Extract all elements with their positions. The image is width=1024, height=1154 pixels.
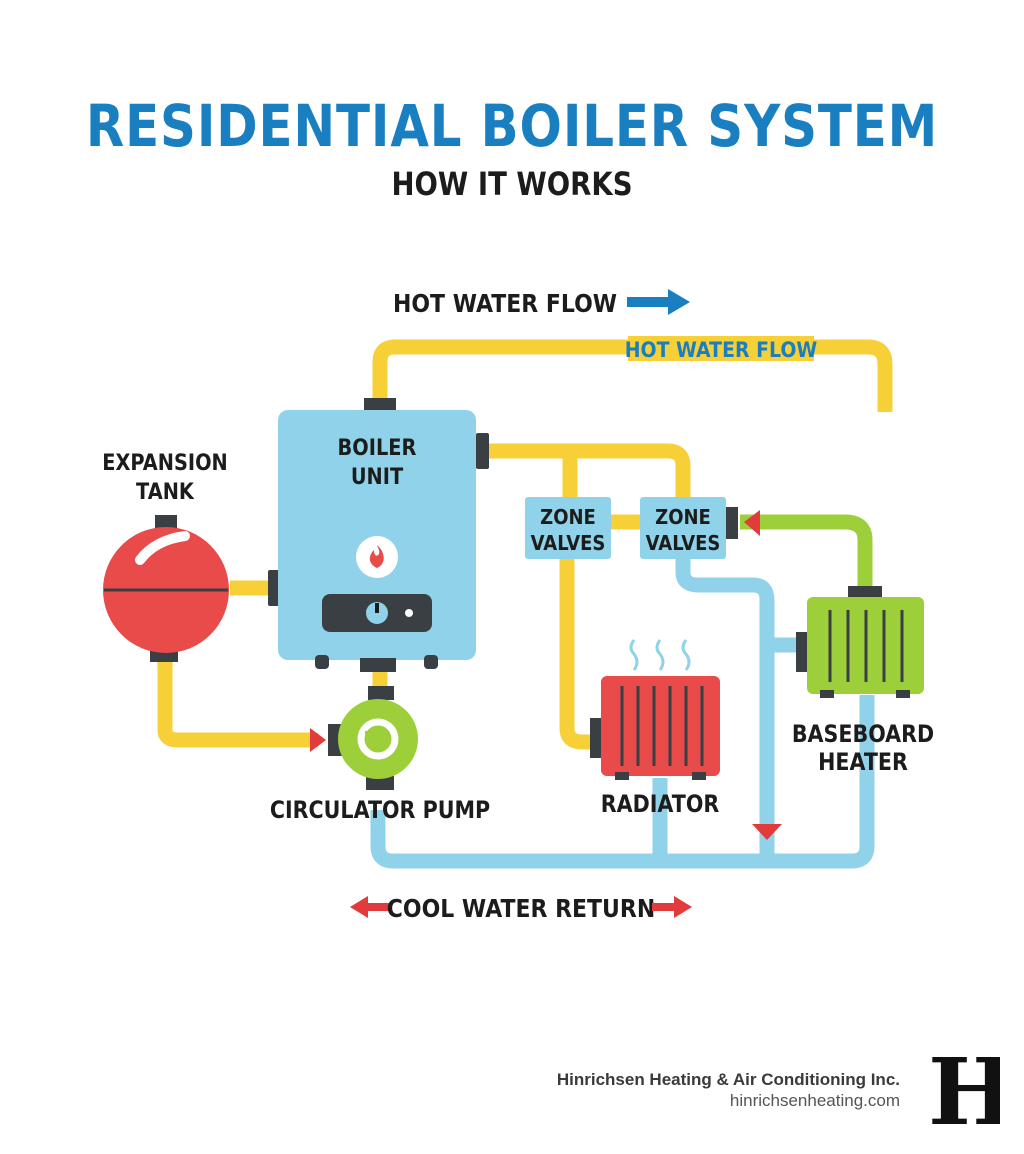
tank-pump-pipe [157, 660, 318, 748]
legend-cool-return-right-arrow [652, 896, 692, 918]
pump-inlet-fitting [328, 724, 342, 756]
pump-rotor-gap [365, 731, 377, 738]
zone-valves-left-line2: VALVES [531, 532, 606, 555]
legend-hot-flow-arrow [627, 289, 690, 315]
company-logo: H [928, 1050, 1000, 1134]
baseboard-label-line1: BASEBOARD [792, 721, 934, 749]
cool-return-pipes [370, 558, 875, 869]
hot-branch-pipe [480, 443, 691, 500]
page-title: RESIDENTIAL BOILER SYSTEM [85, 92, 939, 160]
boiler-unit: BOILER UNIT [268, 398, 489, 672]
circulator-pump: CIRCULATOR PUMP [270, 686, 490, 824]
heat-wave-icon-2 [655, 639, 665, 671]
boiler-label-line1: BOILER [338, 435, 417, 460]
radiator: RADIATOR [590, 639, 720, 819]
zone-valves-right-line1: ZONE [655, 506, 711, 529]
flame-icon [369, 545, 384, 568]
baseboard-supply-pipe [740, 514, 873, 590]
baseboard-foot-right [896, 690, 910, 698]
pump-rotor-icon [357, 718, 399, 760]
tank-top-fitting [155, 515, 177, 529]
radiator-body [601, 676, 720, 776]
expansion-tank-label-line2: TANK [136, 479, 195, 504]
return-main-pipe [370, 695, 875, 869]
tank-highlight [135, 531, 190, 565]
heat-wave-icon-3 [681, 639, 691, 671]
legend-cool-return-left-arrow [350, 896, 390, 918]
radiator-foot-right [692, 772, 706, 780]
boiler-label-line2: UNIT [351, 464, 404, 489]
legend-hot-flow-label: HOT WATER FLOW [393, 289, 617, 319]
dial-indicator [375, 603, 379, 613]
zone-valves-left: ZONE VALVES [525, 497, 611, 559]
zone-valves-right-box [640, 497, 726, 559]
indicator-light-icon [405, 609, 413, 617]
footer-company-name: Hinrichsen Heating & Air Conditioning In… [556, 1070, 900, 1089]
baseboard-heater: BASEBOARD HEATER [792, 586, 934, 776]
boiler-foot-left [315, 655, 329, 669]
expansion-tank: EXPANSION TANK [102, 450, 229, 662]
radiator-inlet-fitting [590, 718, 604, 758]
pipe-label-hot-flow: HOT WATER FLOW [625, 337, 818, 362]
pump-bottom-fitting [366, 776, 394, 790]
zone-valves-right-fitting [726, 507, 738, 539]
baseboard-foot-left [820, 690, 834, 698]
zone-valves-left-box [525, 497, 611, 559]
pump-inlet-arrow [310, 728, 326, 752]
return-flow-arrow [752, 824, 782, 840]
pump-top-fitting [368, 686, 394, 700]
radiator-supply-pipe [559, 556, 600, 750]
baseboard-fins [828, 610, 904, 682]
legend-cool-return-label: COOL WATER RETURN [387, 894, 655, 924]
page-subtitle: HOW IT WORKS [391, 165, 633, 203]
circulator-pump-label: CIRCULATOR PUMP [270, 797, 490, 825]
boiler-outlet-fitting [476, 433, 489, 469]
baseboard-label-line2: HEATER [818, 749, 908, 777]
radiator-fins [620, 686, 704, 766]
boiler-foot-right [424, 655, 438, 669]
boiler-bottom-fitting [360, 658, 396, 672]
baseboard-side-fitting [796, 632, 810, 672]
valve-return-pipe [675, 558, 775, 861]
radiator-foot-left [615, 772, 629, 780]
zone-valves-right-line2: VALVES [646, 532, 721, 555]
pipe-label-background [628, 336, 814, 361]
expansion-tank-label-line1: EXPANSION [102, 450, 228, 475]
pump-body [338, 699, 418, 779]
radiator-label: RADIATOR [601, 791, 720, 819]
footer-website-link[interactable]: hinrichsenheating.com [729, 1091, 900, 1110]
zone-valves-left-line1: ZONE [540, 506, 596, 529]
baseboard-supply-arrow [744, 510, 760, 536]
zone-valves-right: ZONE VALVES [640, 497, 760, 559]
heat-wave-icon-1 [629, 639, 639, 671]
baseboard-top-fitting [848, 586, 882, 600]
